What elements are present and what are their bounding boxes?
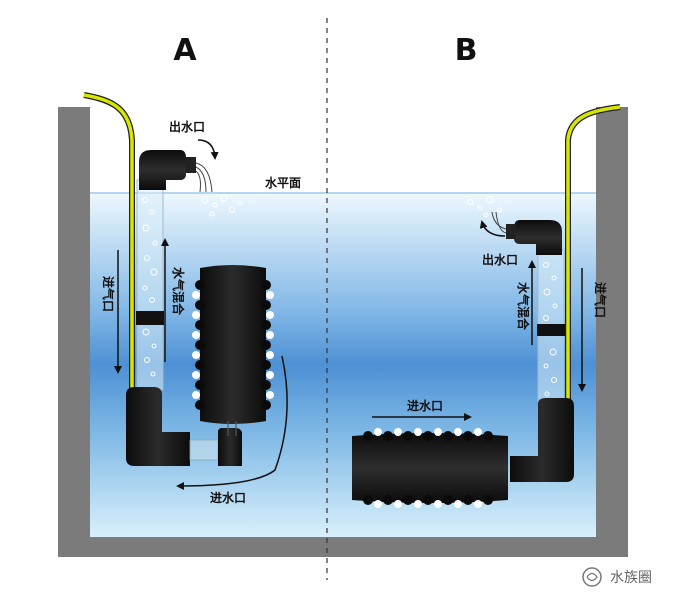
panel-a-title: A bbox=[173, 33, 197, 68]
air-inlet-label-b: 进气口 bbox=[593, 282, 608, 318]
connector-a bbox=[136, 311, 164, 325]
water-body bbox=[90, 193, 596, 537]
mix-label-a: 水气混合 bbox=[171, 267, 186, 316]
tank-left-wall bbox=[58, 107, 90, 557]
intake-arrow-a bbox=[176, 355, 288, 490]
setup-b: 出水口 进水口 水气混合 进气口 bbox=[352, 104, 621, 508]
watermark-logo-icon bbox=[582, 567, 602, 587]
outlet-arrow-b bbox=[479, 220, 506, 237]
pump-body-b bbox=[510, 398, 574, 482]
air-tube-b bbox=[566, 105, 621, 400]
outlet-label-a: 出水口 bbox=[169, 119, 205, 134]
pump-elbow-a bbox=[218, 428, 242, 466]
outlet-label-b: 出水口 bbox=[482, 252, 518, 267]
water-level-label: 水平面 bbox=[265, 175, 301, 190]
inlet-label-b: 进水口 bbox=[407, 398, 443, 413]
bubbles-a bbox=[142, 194, 243, 377]
bubbles-b bbox=[467, 196, 558, 397]
air-inlet-label-a: 进气口 bbox=[101, 276, 116, 312]
sponge-filter-b bbox=[352, 428, 508, 508]
outlet-spray-a bbox=[195, 162, 213, 193]
tank-floor bbox=[58, 537, 628, 557]
sponge-filter-a bbox=[192, 265, 274, 436]
outlet-elbow-a bbox=[139, 150, 186, 190]
connector-b bbox=[537, 324, 565, 336]
outlet-elbow-b bbox=[514, 220, 562, 255]
air-tube-a bbox=[83, 93, 134, 390]
riser-pipe-a bbox=[136, 179, 164, 391]
tank bbox=[58, 107, 628, 557]
outlet-arrow-a bbox=[197, 139, 219, 160]
watermark-text: 水族圈 bbox=[610, 570, 652, 586]
panel-b-title: B bbox=[455, 33, 478, 68]
inlet-label-a: 进水口 bbox=[210, 490, 246, 505]
tank-right-wall bbox=[596, 107, 628, 557]
mix-label-b: 水气混合 bbox=[516, 282, 531, 331]
watermark: 水族圈 bbox=[582, 567, 652, 587]
setup-a: 出水口 进水口 水气混合 进气口 bbox=[83, 92, 288, 505]
outlet-spray-b bbox=[491, 211, 507, 234]
pump-body-a bbox=[126, 387, 190, 466]
